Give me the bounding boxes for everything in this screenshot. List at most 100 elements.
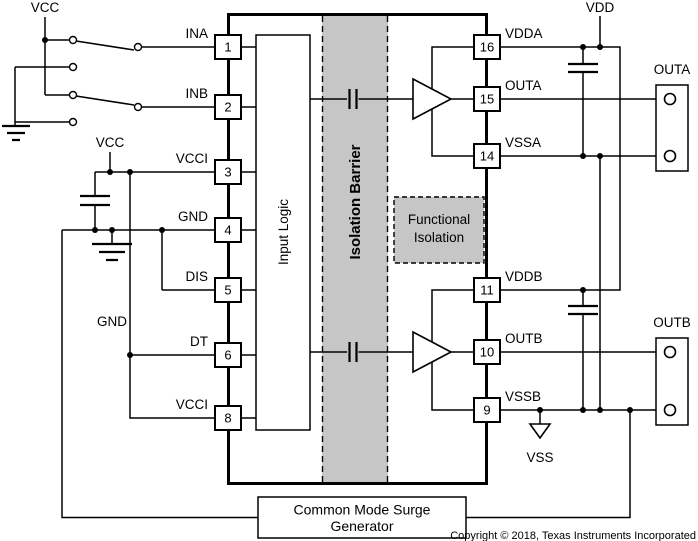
pin-number: 5 [224,283,231,298]
switch-a-contact-vcc [68,35,78,45]
outa-terminal-top [663,92,677,106]
pin-gnd: 4 GND [178,209,242,243]
switch-b-arm [75,95,135,106]
pin-vddb: 11 VDDB [473,269,543,303]
surge-left-wire [61,230,258,519]
gnd-switch-rail [14,66,70,126]
pin-label: OUTA [505,78,542,93]
isolation-capacitor-b-symbol [348,342,358,362]
switch-b-contact-gnd [68,117,78,127]
ground-symbol-supply [92,242,132,262]
pin-number: 14 [480,149,494,164]
pin-label: DIS [185,269,208,284]
pin-box [214,34,242,60]
vdd-label: VDD [586,0,615,15]
pin-box [214,217,242,243]
copyright-text: Copyright © 2018, Texas Instruments Inco… [450,530,696,541]
pin-label: GND [178,209,208,224]
pin-label: VCCI [176,397,208,412]
pin-dis: 5 DIS [185,269,242,303]
vcc-supply-label: VCC [96,135,125,150]
outa-connector-label: OUTA [654,62,691,77]
input-logic-label: Input Logic [276,199,291,265]
pin-box [473,86,501,112]
functional-isolation-box [393,196,485,264]
pin-ina: 1 INA [185,26,242,60]
switch-b-contact-vcc [68,90,78,100]
pin-number: 1 [224,40,231,55]
pin-outa: 15 OUTA [473,78,542,112]
outa-terminal-bottom [663,149,677,163]
pin-number: 16 [480,40,494,55]
pin-number: 6 [224,348,231,363]
pin-box [473,397,501,423]
pin-label: VDDA [505,26,543,41]
outb-connector-label: OUTB [653,315,691,330]
pin-box [214,94,242,120]
pin-label: VDDB [505,269,543,284]
outb-terminal-top [663,345,677,359]
pin-box [214,342,242,368]
pin-vdda: 16 VDDA [473,26,543,60]
ground-symbol-left [2,124,30,142]
pin-number: 2 [224,100,231,115]
pin-label: VSSB [505,389,541,404]
pin-box [214,405,242,431]
input-logic-box [255,34,311,431]
pin-label: VCCI [176,151,208,166]
pin-box [473,339,501,365]
pin-label: INA [185,26,208,41]
pin-label: INB [185,86,208,101]
pin-number: 9 [483,403,490,418]
dis-wire [161,230,215,291]
pin-box [473,143,501,169]
surge-generator-label-line2: Generator [330,518,393,534]
pin-vssb: 9 VSSB [473,389,541,423]
pin-vssa: 14 VSSA [473,135,541,169]
pin-number: 15 [480,92,494,107]
pin-number: 11 [480,283,494,298]
vss-ground-symbol [528,423,552,440]
pin-box [473,34,501,60]
switch-a-arm [75,40,135,51]
pin-label: VSSA [505,135,541,150]
switch-a-pole [133,42,143,52]
outb-terminal-bottom [663,403,677,417]
pin-number: 8 [224,411,231,426]
gnd-supply-label: GND [97,314,127,329]
switch-a-contact-gnd [68,62,78,72]
left-pin-stubs [241,46,256,419]
pin-label: DT [190,334,208,349]
cap-a-symbol [568,62,598,74]
vcc-switch-label: VCC [31,0,60,15]
pin-number: 4 [224,223,231,238]
isolation-barrier-label: Isolation Barrier [347,144,364,259]
pin-box [214,277,242,303]
cap-b-symbol [568,304,598,316]
surge-generator-label-line1: Common Mode Surge [294,502,431,518]
pin-outb: 10 OUTB [473,331,543,365]
pin-number: 3 [224,165,231,180]
driver-a-supply-stubs [431,46,474,157]
vcc-switch-rail [44,17,70,96]
surge-generator-box [257,496,467,539]
pin-box [214,159,242,185]
pin-vcci-2: 8 VCCI [176,397,242,431]
surge-right-wire [466,410,631,519]
functional-isolation-label-line1: Functional [408,212,470,227]
pin-vcci: 3 VCCI [176,151,242,185]
vss-label: VSS [526,450,553,465]
vdd-net-wire [500,16,621,291]
driver-b-supply-stubs [431,289,474,411]
pin-label: OUTB [505,331,543,346]
functional-isolation-label-line2: Isolation [414,230,464,245]
pin-number: 10 [480,345,494,360]
isolation-capacitor-a-symbol [348,89,358,109]
pin-box [473,277,501,303]
primary-bypass-cap-symbol [80,194,110,207]
pin-dt: 6 DT [190,334,242,368]
junction-dots [42,37,633,413]
isolation-barrier-region [322,16,388,482]
